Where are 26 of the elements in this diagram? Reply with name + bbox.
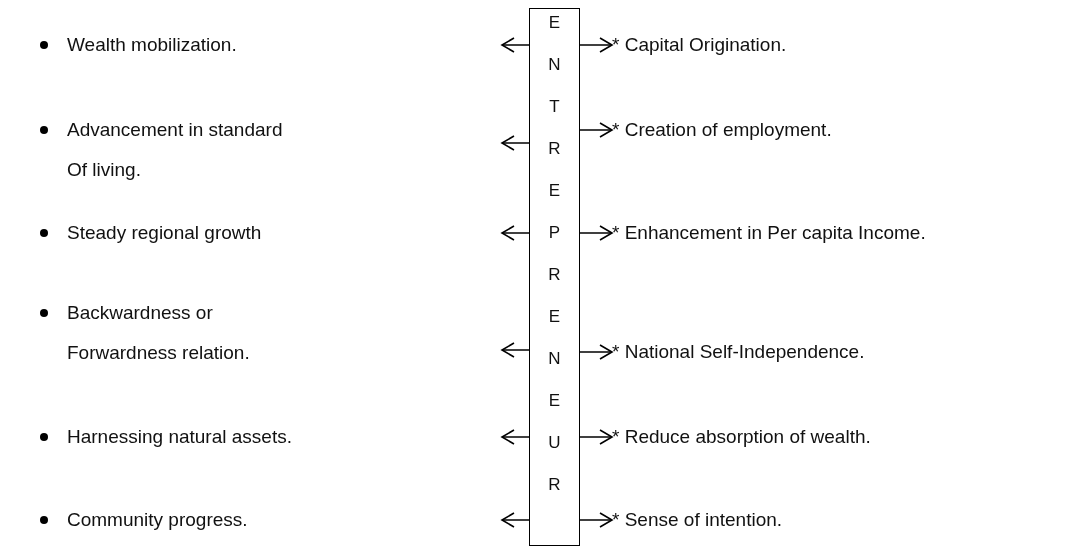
arrow <box>579 344 613 360</box>
arrow <box>501 429 530 445</box>
effect-text: * Enhancement in Per capita Income. <box>612 213 1062 253</box>
arrow <box>501 512 530 528</box>
arrow <box>501 135 530 151</box>
bullet-item: Community progress. <box>30 500 502 540</box>
arrow <box>579 429 613 445</box>
arrow <box>579 225 613 241</box>
arrow <box>579 122 613 138</box>
effect-text: * Reduce absorption of wealth. <box>612 417 1062 457</box>
bullet-item: Wealth mobilization. <box>30 25 502 65</box>
effect-text: * Sense of intention. <box>612 500 1062 540</box>
effect-text: * National Self-Independence. <box>612 332 1062 372</box>
bullet-item: Backwardness or Forwardness relation. <box>30 293 502 373</box>
arrow <box>501 37 530 53</box>
bullet-item: Advancement in standard Of living. <box>30 110 502 190</box>
effect-text: * Creation of employment. <box>612 110 1062 150</box>
vertical-title: ENTREPRENEUR <box>547 12 562 496</box>
arrow <box>579 37 613 53</box>
vertical-title-box <box>529 8 580 546</box>
bullet-item: Harnessing natural assets. <box>30 417 502 457</box>
arrow <box>579 512 613 528</box>
arrow <box>501 342 530 358</box>
arrow <box>501 225 530 241</box>
effect-text: * Capital Origination. <box>612 25 1062 65</box>
bullet-item: Steady regional growth <box>30 213 502 253</box>
